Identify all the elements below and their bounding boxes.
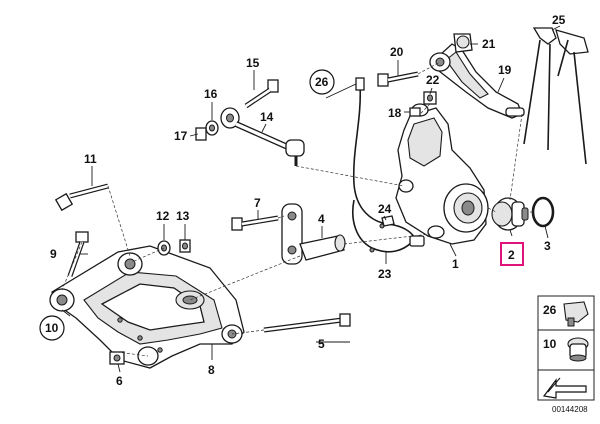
callout-26: 26 <box>315 75 329 89</box>
callout-labels: 1 2 3 4 5 6 7 8 9 10 11 12 13 14 15 16 1… <box>39 13 566 388</box>
diagram-code: 00144208 <box>552 405 588 414</box>
legend-label-10: 10 <box>543 337 557 351</box>
bolt-11-drawing <box>54 183 109 212</box>
callout-11: 11 <box>84 152 97 166</box>
bolt-15-drawing <box>244 79 279 109</box>
ball-joint-drawing <box>491 197 529 231</box>
callout-5: 5 <box>318 337 325 351</box>
callout-10: 10 <box>45 321 59 335</box>
callout-20: 20 <box>390 45 404 59</box>
leader-lines <box>61 25 561 373</box>
callout-7: 7 <box>254 196 261 210</box>
callout-4: 4 <box>318 212 325 226</box>
callout-6: 6 <box>116 374 123 388</box>
callout-10-circle <box>39 315 65 341</box>
circlip-drawing <box>531 196 555 228</box>
callout-2: 2 <box>508 248 515 262</box>
callout-19: 19 <box>498 63 512 77</box>
nut-6-drawing <box>109 351 125 365</box>
callout-15: 15 <box>246 56 260 70</box>
legend-10-icon <box>567 337 589 362</box>
callout-12: 12 <box>156 209 170 223</box>
parts-legend-panel: 26 10 <box>537 295 595 401</box>
legend-label-26: 26 <box>543 303 557 317</box>
rubber-mount-drawing <box>281 203 346 265</box>
bolt-20-drawing <box>377 71 419 87</box>
callout-13: 13 <box>176 209 190 223</box>
callout-16: 16 <box>204 87 218 101</box>
arrow-icon <box>542 377 587 399</box>
nut-17-drawing <box>195 127 207 141</box>
callout-8: 8 <box>208 363 215 377</box>
legend-26-icon <box>563 301 589 327</box>
callout-9: 9 <box>50 247 57 261</box>
clip-24-drawing <box>381 215 395 227</box>
callout-18: 18 <box>388 106 402 120</box>
callout-17: 17 <box>174 129 188 143</box>
nut-13-drawing <box>179 239 191 253</box>
sensor-lead-drawing <box>352 77 425 253</box>
callout-3: 3 <box>544 239 551 253</box>
assembly-dash-lines <box>61 61 534 357</box>
callout-22: 22 <box>426 73 440 87</box>
callout-25: 25 <box>552 13 566 27</box>
wishbone-drawing <box>428 33 525 119</box>
nut-22-drawing <box>423 91 437 105</box>
callout-26-circle <box>309 69 335 95</box>
wheel-carrier-drawing <box>395 103 489 245</box>
washer-16-drawing <box>205 120 219 136</box>
bolt-7-drawing <box>231 215 279 231</box>
highlight-box <box>500 242 524 266</box>
callout-14: 14 <box>260 110 274 124</box>
rear-axle-carrier-drawing <box>49 245 245 369</box>
bracket-kit-drawing <box>523 27 589 165</box>
callout-23: 23 <box>378 267 392 281</box>
callout-21: 21 <box>482 37 496 51</box>
toe-link-drawing <box>220 107 305 166</box>
callout-1: 1 <box>452 257 459 271</box>
callout-24: 24 <box>378 202 392 216</box>
screw-18-drawing <box>409 107 421 117</box>
bolt-5-drawing <box>263 313 351 333</box>
